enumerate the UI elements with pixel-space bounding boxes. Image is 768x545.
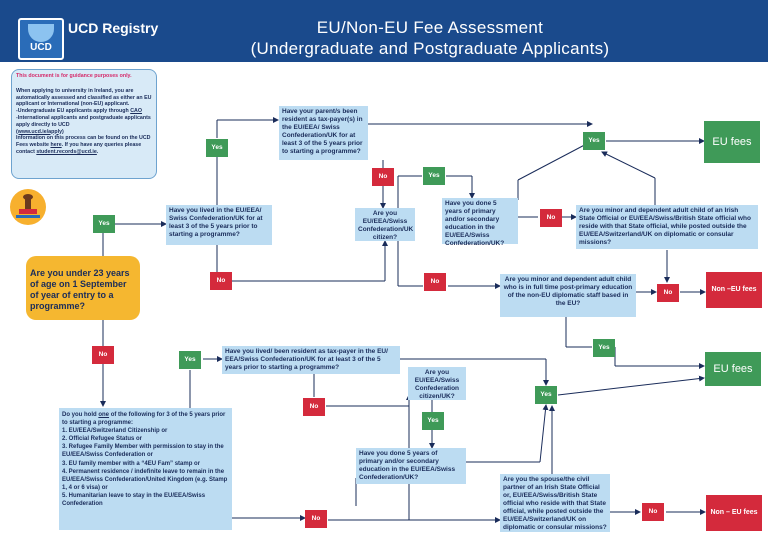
result-eu-fees-2: EU fees	[705, 352, 761, 386]
question-minor-state-official: Are you minor and dependent adult child …	[576, 205, 758, 249]
stamp-illustration-icon	[10, 189, 46, 225]
info-intro: When applying to university in Ireland, …	[16, 87, 152, 108]
question-minor-non-eu-diplomat: Are you minor and dependent adult child …	[500, 274, 636, 317]
title-line-1: EU/Non-EU Fee Assessment	[316, 18, 544, 37]
status-item: 2. Official Refugee Status or	[62, 436, 143, 443]
no-status: No	[305, 510, 327, 528]
header-bar: UCD UCD Registry EU/Non-EU Fee Assessmen…	[0, 0, 768, 62]
ucd-logo: UCD	[18, 18, 64, 60]
question-lived-taxpayer: Have you lived/ been resident as tax-pay…	[222, 346, 400, 374]
info-international: -International applicants and postgradua…	[16, 114, 151, 128]
yes-citizen-1: Yes	[423, 167, 445, 185]
question-citizen-1: Are you EU/EEA/Swiss Confederation/UK ci…	[355, 208, 415, 241]
question-school-1: Have you done 5 years of primary and/or …	[442, 198, 518, 247]
yes-minor-non-eu: Yes	[593, 339, 615, 357]
logo-text: UCD	[30, 42, 52, 53]
info-box: This document is for guidance purposes o…	[11, 69, 157, 179]
status-item: 3. Refugee Family Member with permission…	[62, 444, 224, 459]
no-parents: No	[372, 168, 394, 186]
result-non-eu-fees-2: Non – EU fees	[706, 495, 762, 531]
status-item: 4. Permanent residence / indefinite leav…	[62, 468, 228, 491]
fees-website-link[interactable]: here	[50, 142, 62, 149]
yes-status: Yes	[179, 351, 201, 369]
no-spouse: No	[642, 503, 664, 521]
contact-email-link[interactable]: student.records@ucd.ie	[36, 148, 97, 155]
question-spouse-state-official: Are you the spouse/the civil partner of …	[500, 474, 610, 532]
no-lived: No	[210, 272, 232, 290]
info-undergrad: -Undergraduate EU applicants apply throu…	[16, 108, 142, 115]
no-school-1: No	[540, 209, 562, 227]
result-eu-fees-1: EU fees	[704, 121, 760, 163]
question-parents-taxpayer: Have your parent/s been resident as tax-…	[279, 106, 368, 160]
ucd-apply-link[interactable]: (www.ucd.ie/apply)	[16, 128, 64, 135]
yes-to-eu-fees-2: Yes	[535, 386, 557, 404]
yes-age: Yes	[93, 215, 115, 233]
page-title: EU/Non-EU Fee Assessment (Undergraduate …	[170, 17, 690, 59]
status-item: 3. EU family member with a “4EU Fam” sta…	[62, 460, 201, 467]
yes-lived: Yes	[206, 139, 228, 157]
status-item: 5. Humanitarian leave to stay in the EU/…	[62, 492, 206, 508]
yes-citizen-2: Yes	[422, 412, 444, 430]
result-non-eu-fees-1: Non –EU fees	[706, 272, 762, 308]
title-line-2: (Undergraduate and Postgraduate Applican…	[250, 39, 610, 58]
status-intro: Do you hold one of the following for 3 o…	[62, 412, 226, 427]
question-lived-3-of-5: Have you lived in the EU/EEA/ Swiss Conf…	[166, 205, 272, 245]
no-citizen-1: No	[424, 273, 446, 291]
question-citizen-2: Are you EU/EEA/Swiss Confederation citiz…	[408, 367, 466, 400]
yes-to-eu-fees-1: Yes	[583, 132, 605, 150]
age-question-start: Are you under 23 years of age on 1 Septe…	[26, 256, 140, 320]
no-age: No	[92, 346, 114, 364]
guidance-warning: This document is for guidance purposes o…	[16, 73, 132, 79]
no-lived-taxpayer: No	[303, 398, 325, 416]
status-item: 1. EU/EEA/Switzerland Citizenship or	[62, 428, 168, 435]
info-contact: Information on this process can be found…	[16, 135, 151, 155]
no-minor-non-eu: No	[657, 284, 679, 302]
cao-link[interactable]: CAO	[130, 108, 142, 115]
question-school-2: Have you done 5 years of primary and/or …	[356, 448, 466, 484]
crest-icon	[28, 24, 54, 42]
registry-name: UCD Registry	[68, 20, 159, 36]
status-list-box: Do you hold one of the following for 3 o…	[59, 408, 232, 530]
stamp-icon	[16, 194, 40, 218]
